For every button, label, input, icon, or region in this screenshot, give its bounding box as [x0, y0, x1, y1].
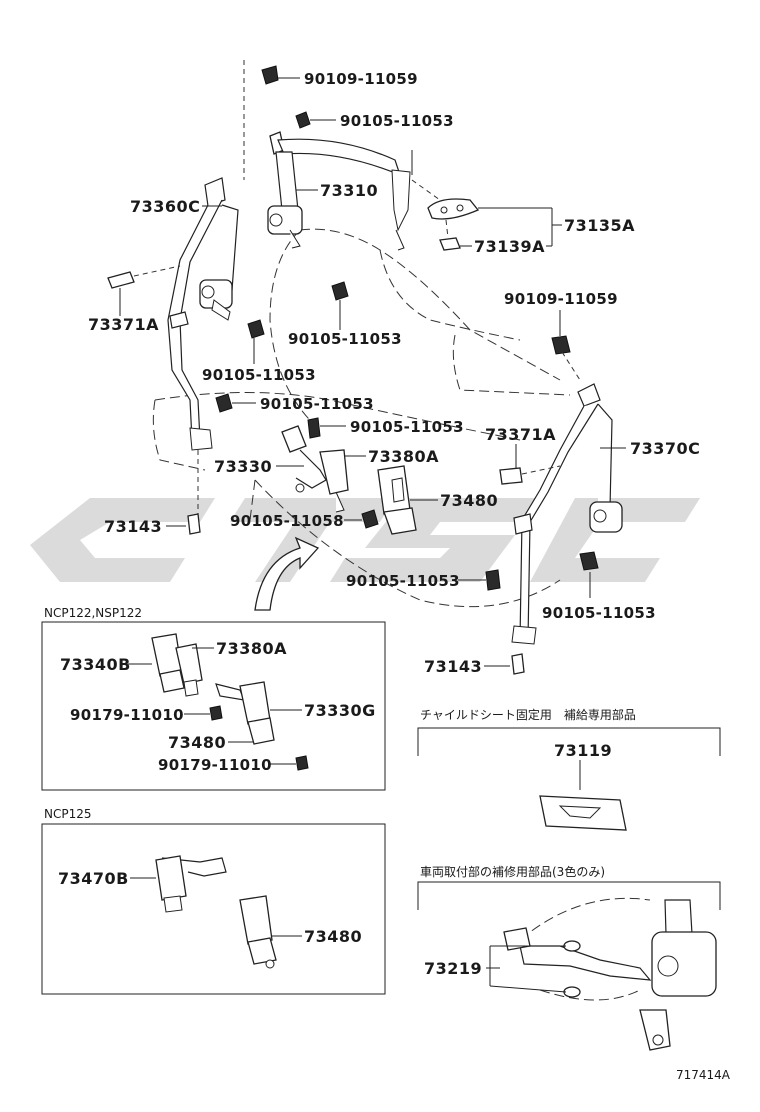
bolt-icon — [215, 393, 233, 413]
right-seat-belt-assembly — [499, 351, 623, 645]
part-label: 73340B — [60, 655, 131, 674]
main-callouts: 90109-11059 90105-11053 73310 73360C 731… — [88, 70, 700, 676]
part-label: 90109-11059 — [304, 70, 418, 88]
figure-code: 717414A — [676, 1068, 731, 1082]
bolt-icon — [247, 319, 265, 339]
bolt-icon-group — [187, 65, 599, 675]
bolt-icon — [187, 513, 201, 535]
part-label: 90109-11059 — [504, 290, 618, 308]
part-label: 73330G — [304, 701, 376, 720]
part-label: 90105-11053 — [350, 418, 464, 436]
part-label: 73360C — [130, 197, 200, 216]
part-label: 90105-11053 — [288, 330, 402, 348]
part-label: 73371A — [88, 315, 159, 334]
part-label: 90105-11053 — [260, 395, 374, 413]
part-label: 73380A — [216, 639, 287, 658]
section-ncp122: NCP122,NSP122 73340B 73380A 90179-11010 … — [41, 606, 386, 791]
part-label: 73470B — [58, 869, 129, 888]
bolt-icon — [485, 569, 501, 591]
part-label: 73119 — [554, 741, 612, 760]
section-frame — [41, 621, 386, 791]
part-label: 90105-11058 — [230, 512, 344, 530]
part-label: 73143 — [104, 517, 162, 536]
part-label: 90179-11010 — [158, 756, 272, 774]
rear-seat-outline — [152, 228, 571, 608]
bolt-icon — [261, 65, 279, 85]
part-label: 73219 — [424, 959, 482, 978]
note-bracket — [417, 727, 721, 756]
rivet-icon — [563, 940, 581, 952]
part-label: 73480 — [168, 733, 226, 752]
bolt-icon — [295, 755, 309, 771]
rivet-icon — [563, 986, 581, 998]
note-title: チャイルドシート固定用 補給専用部品 — [420, 707, 636, 722]
part-label: 90105-11053 — [346, 572, 460, 590]
note-child-seat: チャイルドシート固定用 補給専用部品 73119 — [417, 707, 721, 831]
part-label: 90105-11053 — [542, 604, 656, 622]
section-ncp125: NCP125 73470B 73480 — [41, 807, 386, 995]
belt-guide-clip-left — [107, 265, 181, 289]
bolt-icon — [295, 111, 311, 129]
center-buckle-assembly — [281, 425, 349, 513]
bolt-icon — [307, 417, 321, 439]
part-label: 73139A — [474, 237, 545, 256]
bolt-icon — [209, 705, 223, 721]
bolt-icon — [511, 653, 525, 675]
bolt-icon — [361, 509, 379, 529]
left-seat-belt-assembly — [167, 60, 245, 520]
bolt-icon — [331, 281, 349, 301]
part-label: 90179-11010 — [70, 706, 184, 724]
part-label: 73480 — [440, 491, 498, 510]
part-label: 73135A — [564, 216, 635, 235]
upper-retractor-assembly — [267, 131, 413, 251]
watermark-logo — [30, 498, 700, 582]
section-frame — [41, 823, 386, 995]
part-label: 73310 — [320, 181, 378, 200]
note-repair-parts: 車両取付部の補修用部品(3色のみ) 73219 — [417, 864, 721, 1051]
part-label: 90105-11053 — [340, 112, 454, 130]
part-label: 90105-11053 — [202, 366, 316, 384]
bolt-icon — [551, 335, 571, 355]
section-title: NCP122,NSP122 — [44, 606, 142, 620]
anchor-bracket — [411, 179, 480, 251]
bolt-icon — [579, 551, 599, 571]
part-label: 73380A — [368, 447, 439, 466]
part-label: 73143 — [424, 657, 482, 676]
retractor-housing — [651, 931, 717, 997]
direction-arrow — [254, 536, 320, 611]
part-label: 73370C — [630, 439, 700, 458]
part-label: 73480 — [304, 927, 362, 946]
note-bracket — [417, 881, 721, 910]
note-title: 車両取付部の補修用部品(3色のみ) — [420, 864, 605, 879]
section-title: NCP125 — [44, 807, 92, 821]
part-label: 73330 — [214, 457, 272, 476]
part-label: 73371A — [485, 425, 556, 444]
seat-belt-buckle — [377, 465, 417, 535]
